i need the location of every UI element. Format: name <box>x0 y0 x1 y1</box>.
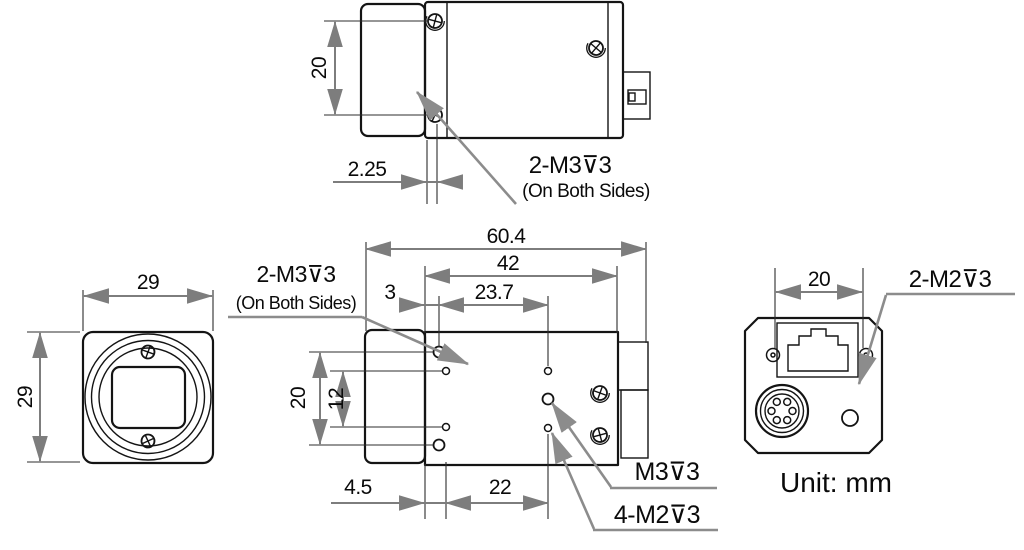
label-side-screws: 2-M3⊽3 <box>256 261 335 287</box>
screw-hole-m3-center <box>541 392 555 406</box>
dim-top-screw-spacing: 20 <box>308 57 331 79</box>
dim-hole-span: 23.7 <box>475 281 514 304</box>
connector-pin <box>782 415 792 425</box>
label-center-hole: M3⊽3 <box>635 458 700 486</box>
lens-mount-ring-outer <box>84 333 212 461</box>
screw-hole-m2 <box>543 366 553 376</box>
connector-pin <box>772 397 782 407</box>
leader-line <box>550 431 596 530</box>
dim-front-height: 29 <box>14 386 37 408</box>
case-screw <box>592 385 608 401</box>
dim-side-screw-spacing: 20 <box>287 387 310 409</box>
unit-note: Unit: mm <box>780 467 892 498</box>
leader-line <box>416 91 517 205</box>
back-face <box>743 316 884 455</box>
label-side-screws-note: (On Both Sides) <box>236 293 357 313</box>
io-connector-top <box>622 71 651 120</box>
indicator-hole <box>841 409 859 427</box>
dim-front-width: 29 <box>137 271 159 294</box>
back-view: 20 2-M2⊽3 Unit: mm <box>743 266 1015 498</box>
screw-hole-m2 <box>543 423 553 433</box>
lens-mount-plate-top <box>359 2 427 138</box>
rear-connector-block-lower <box>620 389 649 459</box>
lens-mount-plate-side <box>363 328 427 465</box>
leader-line <box>857 294 888 386</box>
label-top-screws: 2-M3⊽3 <box>529 152 612 179</box>
screw-hole-m2 <box>441 422 451 432</box>
io-connector-pin <box>628 92 636 102</box>
front-face <box>81 330 215 465</box>
lens-mount-ring-inner <box>98 347 198 447</box>
mounting-screw <box>588 40 604 56</box>
label-top-screws-note: (On Both Sides) <box>522 181 650 202</box>
connector-pin <box>767 406 776 416</box>
camera-body-side <box>423 330 620 467</box>
screw-hole-m2 <box>441 366 451 376</box>
sensor-window <box>110 365 187 430</box>
dim-front-hole-offset: 4.5 <box>344 476 372 499</box>
lens-mount-ring <box>90 339 206 455</box>
screw-hole-m3 <box>432 438 446 452</box>
screw-washer-arc <box>590 425 610 445</box>
dim-top-screw-offset: 2.25 <box>348 158 387 181</box>
dim-total-length: 60.4 <box>487 225 527 248</box>
dim-hole-pitch: 22 <box>489 476 511 499</box>
camera-body-top <box>423 0 625 140</box>
label-corner-holes: 4-M2⊽3 <box>614 501 700 529</box>
label-back-screws: 2-M2⊽3 <box>909 266 992 293</box>
dim-body-length: 42 <box>497 252 519 275</box>
front-screw <box>140 433 156 449</box>
rj45-connector-outline <box>776 322 859 378</box>
front-screw <box>140 344 156 360</box>
front-view: 29 29 <box>14 271 215 465</box>
rear-connector-block <box>617 341 649 391</box>
mounting-screw <box>427 13 443 29</box>
dim-side-hole-spacing: 12 <box>325 388 348 410</box>
power-connector <box>754 383 810 439</box>
leader-line <box>361 315 470 366</box>
rj45-jack <box>787 328 849 372</box>
side-view: 60.4 42 23.7 3 20 12 4.5 22 2-M3⊽3 (On B… <box>228 225 718 532</box>
case-screw <box>592 427 608 443</box>
screw-washer-arc <box>586 38 606 58</box>
back-screw-hole <box>765 347 781 363</box>
connector-pin <box>782 397 792 407</box>
io-connector-detail <box>627 89 647 105</box>
screw-washer-arc <box>590 383 610 403</box>
connector-pin <box>772 415 782 425</box>
dim-hole-offset: 3 <box>384 281 395 304</box>
leader-line <box>550 401 613 488</box>
dim-back-screw-spacing: 20 <box>808 268 830 291</box>
connector-pin <box>788 406 797 416</box>
top-view: 20 2.25 2-M3⊽3 (On Both Sides) <box>308 0 651 205</box>
